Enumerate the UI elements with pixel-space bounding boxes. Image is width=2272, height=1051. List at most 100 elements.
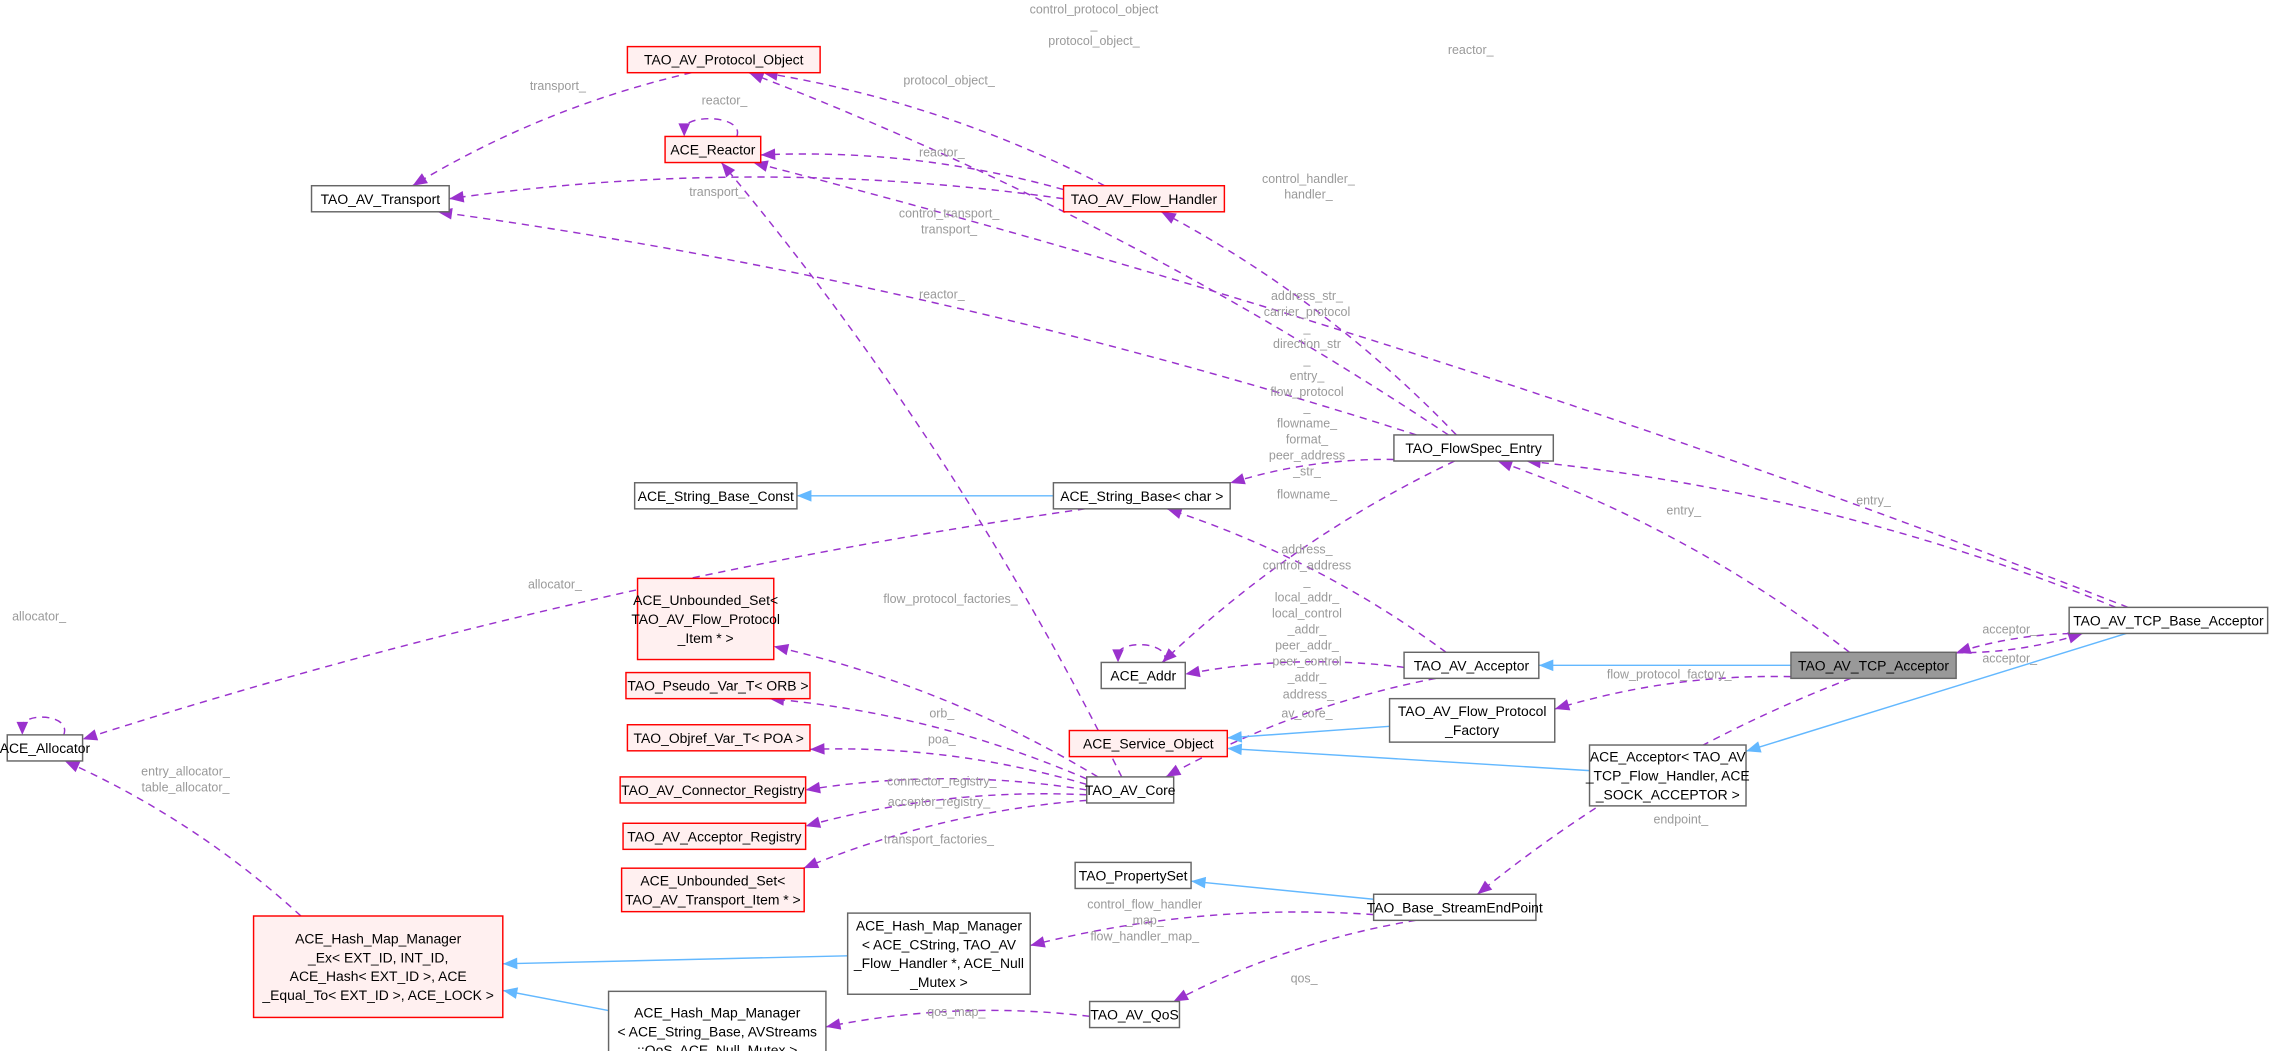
arrowhead-icon	[809, 743, 825, 755]
edge-label-line: allocator_	[12, 609, 67, 623]
edge-label: acceptor_registry_	[888, 795, 992, 809]
class-box[interactable]	[625, 671, 811, 700]
class-name: ACE_Service_Object	[1083, 736, 1214, 752]
edge-line	[1227, 747, 1590, 772]
class-node-stream_endpoint[interactable]: TAO_Base_StreamEndPoint	[1367, 893, 1543, 922]
class-node-protocol_object[interactable]: TAO_AV_Protocol_Object	[626, 45, 821, 74]
edge-tcp_base_acceptor-to-ace_acceptor	[1745, 632, 2127, 753]
class-name: TAO_AV_TCP_Base_Acceptor	[2073, 612, 2264, 628]
edge-labels-layer: transport_reactor_reactor_protocol_objec…	[12, 2, 2038, 1019]
class-node-av_acceptor[interactable]: TAO_AV_Acceptor	[1403, 651, 1540, 680]
class-box[interactable]	[619, 776, 807, 804]
edge-label-line: _	[1090, 18, 1099, 32]
class-node-transport[interactable]: TAO_AV_Transport	[310, 184, 450, 213]
edge-string_base_char-to-string_base_const	[796, 490, 1054, 502]
class-node-property_set[interactable]: TAO_PropertySet	[1074, 861, 1192, 890]
class-box[interactable]	[607, 990, 827, 1051]
edge-label: address_	[1283, 688, 1335, 702]
class-node-unbounded_flow[interactable]: ACE_Unbounded_Set<TAO_AV_Flow_Protocol_I…	[631, 577, 780, 661]
class-box[interactable]	[2068, 606, 2269, 635]
class-box[interactable]	[633, 482, 798, 510]
class-node-tcp_base_acceptor[interactable]: TAO_AV_TCP_Base_Acceptor	[2068, 606, 2269, 635]
class-box[interactable]	[1403, 651, 1540, 680]
class-node-flowspec_entry[interactable]: TAO_FlowSpec_Entry	[1393, 434, 1555, 462]
class-node-reactor[interactable]: ACE_Reactor	[664, 135, 762, 164]
class-name-line: TAO_AV_Transport_Item * >	[625, 891, 801, 907]
class-node-hash_map_string_base[interactable]: ACE_Hash_Map_Manager< ACE_String_Base, A…	[607, 990, 827, 1051]
class-node-string_base_char[interactable]: ACE_String_Base< char >	[1052, 482, 1231, 510]
class-box[interactable]	[1100, 661, 1186, 690]
edge-line	[1229, 458, 1394, 484]
class-box[interactable]	[622, 822, 807, 851]
class-name-line: TAO_Pseudo_Var_T< ORB >	[627, 678, 808, 694]
class-box[interactable]	[626, 45, 821, 74]
class-node-flow_protocol_factory[interactable]: TAO_AV_Flow_Protocol_Factory	[1388, 697, 1556, 743]
edge-label-line: flowname_	[1277, 488, 1338, 502]
edge-label-line: _addr_	[1287, 670, 1328, 684]
class-name-line: ::QoS, ACE_Null_Mutex >	[637, 1042, 797, 1051]
class-name-line: TAO_AV_Connector_Registry	[621, 782, 804, 798]
edge-label-line: _	[1303, 401, 1312, 415]
class-name: TAO_Objref_Var_T< POA >	[634, 730, 804, 746]
class-node-addr[interactable]: ACE_Addr	[1100, 661, 1186, 690]
edge-line	[1745, 632, 2127, 752]
class-name: ACE_Addr	[1110, 668, 1176, 684]
class-box[interactable]	[664, 135, 762, 164]
class-node-ace_acceptor[interactable]: ACE_Acceptor< TAO_AV_TCP_Flow_Handler, A…	[1585, 744, 1750, 807]
class-name-line: TAO_AV_Transport	[321, 191, 441, 207]
edge-label: control_handler_handler_	[1262, 172, 1356, 202]
edge-label-line: address_	[1283, 688, 1335, 702]
class-node-pseudo_orb[interactable]: TAO_Pseudo_Var_T< ORB >	[625, 671, 811, 700]
edge-label: control_flow_handler_map_flow_handler_ma…	[1087, 898, 1202, 944]
class-box[interactable]	[620, 867, 805, 913]
class-box[interactable]	[1393, 434, 1555, 462]
class-node-objref_poa[interactable]: TAO_Objref_Var_T< POA >	[626, 724, 811, 752]
edge-label: poa_	[928, 733, 957, 747]
class-box[interactable]	[1068, 729, 1229, 758]
arrowhead-icon	[760, 148, 776, 161]
class-node-hash_map_ex[interactable]: ACE_Hash_Map_Manager_Ex< EXT_ID, INT_ID,…	[252, 915, 504, 1019]
edge-line	[1030, 911, 1374, 947]
class-node-service_object[interactable]: ACE_Service_Object	[1068, 729, 1229, 758]
class-name-line: ACE_String_Base_Const	[638, 488, 794, 504]
class-box[interactable]	[846, 912, 1031, 995]
class-node-hash_map_cstring[interactable]: ACE_Hash_Map_Manager< ACE_CString, TAO_A…	[846, 912, 1031, 995]
class-box[interactable]	[6, 734, 84, 762]
class-node-flow_handler[interactable]: TAO_AV_Flow_Handler	[1062, 184, 1226, 213]
edge-label: endpoint_	[1653, 812, 1709, 826]
class-box[interactable]	[252, 915, 504, 1019]
edge-line	[1955, 632, 2083, 654]
class-box[interactable]	[626, 724, 811, 752]
class-node-connector_registry[interactable]: TAO_AV_Connector_Registry	[619, 776, 807, 804]
class-box[interactable]	[1088, 1000, 1181, 1029]
edge-line	[1185, 660, 1405, 675]
class-node-string_base_const[interactable]: ACE_String_Base_Const	[633, 482, 798, 510]
edge-label-line: orb_	[929, 706, 955, 720]
class-box[interactable]	[1086, 776, 1175, 804]
edge-label: flowname_	[1277, 488, 1338, 502]
class-name-line: _Mutex >	[909, 974, 968, 990]
class-node-av_core[interactable]: TAO_AV_Core	[1085, 776, 1176, 804]
class-node-unbounded_transport[interactable]: ACE_Unbounded_Set<TAO_AV_Transport_Item …	[620, 867, 805, 913]
class-box[interactable]	[1372, 893, 1537, 922]
class-name-line: TAO_Objref_Var_T< POA >	[634, 730, 804, 746]
arrowhead-icon	[805, 781, 821, 794]
class-box[interactable]	[1052, 482, 1231, 510]
class-name: TAO_AV_QoS	[1090, 1007, 1178, 1023]
class-box[interactable]	[1062, 184, 1226, 213]
class-box[interactable]	[310, 184, 450, 213]
class-box[interactable]	[1388, 697, 1556, 743]
class-node-allocator[interactable]: ACE_Allocator	[0, 734, 91, 762]
class-node-tcp_acceptor[interactable]: TAO_AV_TCP_Acceptor	[1790, 651, 1957, 680]
class-name: ACE_String_Base< char >	[1060, 488, 1223, 504]
class-box[interactable]	[636, 577, 775, 661]
edge-label-line: peer_addr_	[1275, 638, 1340, 652]
class-name: TAO_AV_Flow_Handler	[1071, 191, 1218, 207]
arrowhead-icon	[2067, 632, 2083, 644]
class-box[interactable]	[1588, 744, 1747, 807]
class-node-qos[interactable]: TAO_AV_QoS	[1088, 1000, 1181, 1029]
class-node-acceptor_registry[interactable]: TAO_AV_Acceptor_Registry	[622, 822, 807, 851]
class-box[interactable]	[1790, 651, 1957, 680]
class-box[interactable]	[1074, 861, 1192, 890]
class-name-line: ACE_Acceptor< TAO_AV	[1590, 749, 1746, 765]
